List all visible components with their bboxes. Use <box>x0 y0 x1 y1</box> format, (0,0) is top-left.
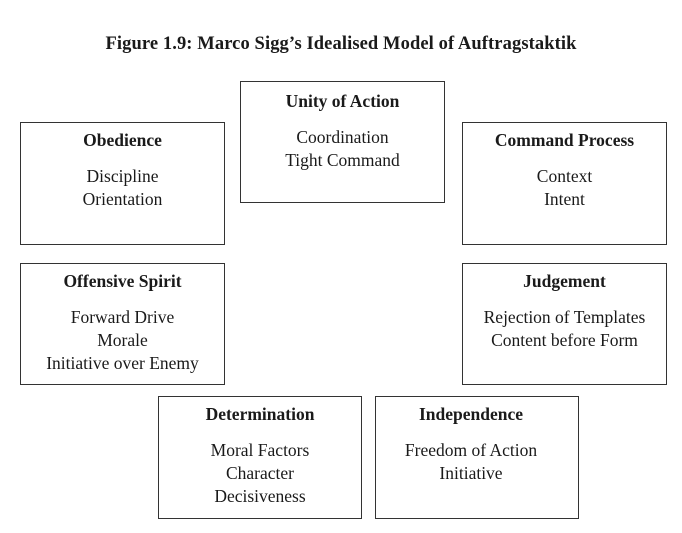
box-items: Context Intent <box>463 165 666 211</box>
box-heading: Command Process <box>494 130 635 150</box>
box-items: Forward Drive Morale Initiative over Ene… <box>21 306 224 375</box>
command-process-box: Command Process Context Intent <box>462 122 667 245</box>
box-item: Freedom of Action <box>404 440 538 460</box>
determination-box: Determination Moral Factors Character De… <box>158 396 362 519</box>
box-items: Discipline Orientation <box>21 165 224 211</box>
independence-box: Independence Freedom of Action Initiativ… <box>375 396 579 519</box>
box-items: Freedom of Action Initiative <box>376 439 578 485</box>
box-item: Forward Drive <box>70 307 175 327</box>
box-item: Initiative <box>439 463 503 483</box>
box-item: Moral Factors <box>210 440 310 460</box>
box-item: Orientation <box>82 189 163 209</box>
box-item: Coordination <box>296 127 389 147</box>
box-heading: Determination <box>205 404 315 424</box>
judgement-box: Judgement Rejection of Templates Content… <box>462 263 667 385</box>
box-item: Initiative over Enemy <box>46 353 199 373</box>
box-item: Rejection of Templates <box>483 307 646 327</box>
figure-title: Figure 1.9: Marco Sigg’s Idealised Model… <box>105 34 577 54</box>
box-items: Coordination Tight Command <box>241 126 444 172</box>
box-item: Character <box>225 463 294 483</box>
box-items: Rejection of Templates Content before Fo… <box>463 306 666 352</box>
unity-of-action-box: Unity of Action Coordination Tight Comma… <box>240 81 445 203</box>
box-heading: Obedience <box>83 130 162 150</box>
box-heading: Judgement <box>523 271 606 291</box>
box-items: Moral Factors Character Decisiveness <box>159 439 361 508</box>
box-heading: Offensive Spirit <box>63 271 182 291</box>
box-heading: Unity of Action <box>285 91 400 111</box>
box-item: Decisiveness <box>214 486 306 506</box>
obedience-box: Obedience Discipline Orientation <box>20 122 225 245</box>
box-item: Intent <box>544 189 585 209</box>
box-item: Tight Command <box>285 150 400 170</box>
box-item: Content before Form <box>491 330 638 350</box>
box-item: Morale <box>97 330 148 350</box>
box-item: Discipline <box>86 166 159 186</box>
box-heading: Independence <box>418 404 524 424</box>
box-item: Context <box>536 166 593 186</box>
offensive-spirit-box: Offensive Spirit Forward Drive Morale In… <box>20 263 225 385</box>
